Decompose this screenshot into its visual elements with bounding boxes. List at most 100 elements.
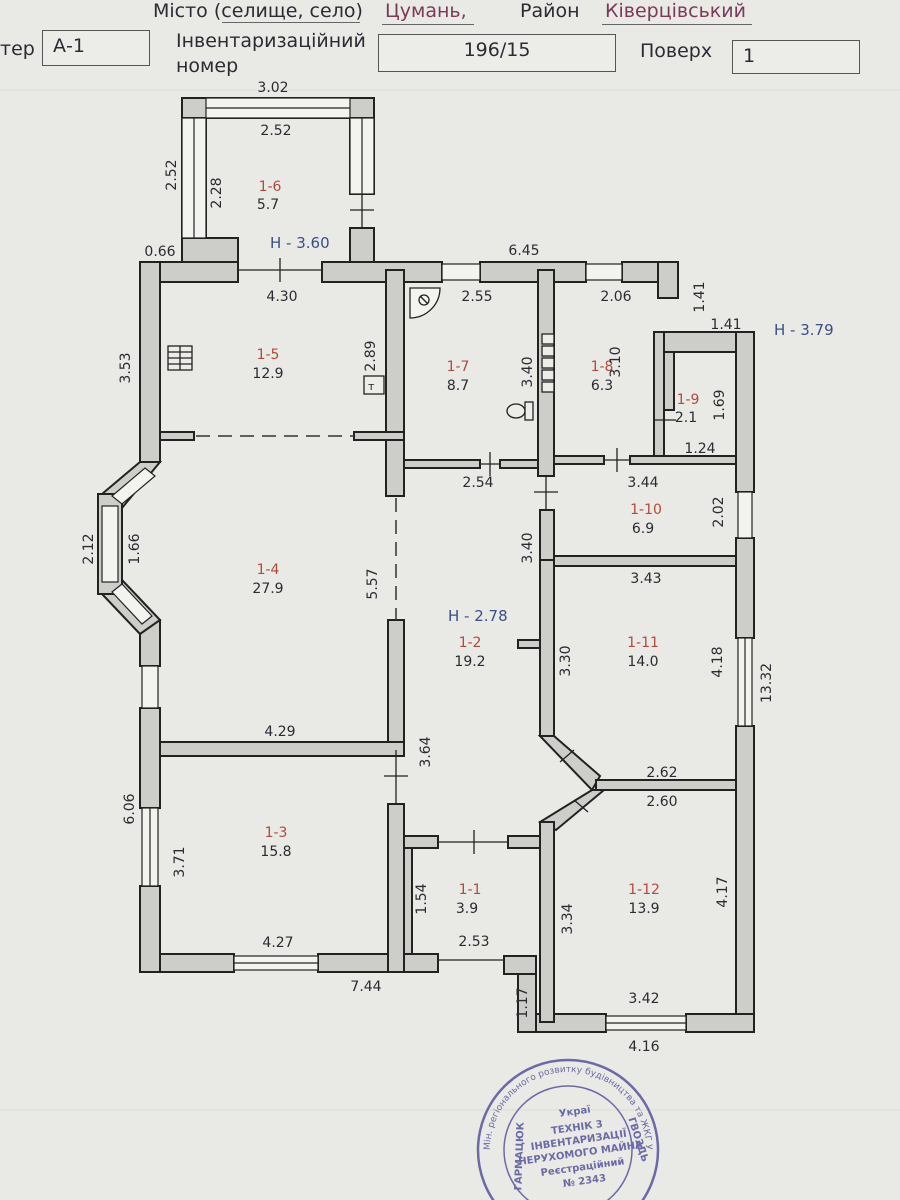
- window-bay-top: [111, 467, 156, 505]
- svg-text:т: т: [368, 380, 375, 393]
- room-number: 1-11: [627, 635, 659, 651]
- stairs-icon: [167, 345, 193, 371]
- wall-r1-right-top: [507, 835, 541, 849]
- wall-r7-bottom-a: [403, 459, 481, 469]
- room-area: 14.0: [627, 654, 658, 670]
- wall-hall-right-top: [539, 509, 555, 561]
- room-number: 1-5: [257, 347, 280, 363]
- district-label: Район: [520, 0, 580, 22]
- window-bay-bottom: [111, 583, 153, 625]
- dim-label: 3.44: [627, 475, 658, 491]
- dim-label: 2.60: [646, 794, 677, 810]
- dim-label: 3.53: [118, 352, 134, 383]
- height-mark-main: Н - 2.78: [448, 607, 508, 625]
- toilet-icon: [506, 401, 534, 421]
- dim-label: 1.54: [414, 883, 430, 914]
- wall-r11-chamfer: [537, 735, 602, 792]
- city-value-underline: [382, 24, 474, 25]
- left-wall-upper: [139, 261, 161, 463]
- door-ticks: [238, 194, 676, 961]
- dim-label: 2.53: [458, 934, 489, 950]
- district-value: Ківерцівський: [605, 0, 746, 22]
- dim-label: 1.24: [684, 441, 715, 457]
- left-wall-lower: [139, 707, 161, 809]
- room-number: 1-10: [630, 502, 662, 518]
- wall-r4-r3: [159, 741, 405, 757]
- dim-label: 2.52: [260, 123, 291, 139]
- district-value-underline: [602, 24, 752, 25]
- room-number: 1-1: [459, 882, 482, 898]
- window-r7: [441, 263, 481, 281]
- radiator-icon: [541, 333, 555, 393]
- wall-r11-left: [539, 559, 555, 737]
- dim-label: 3.43: [630, 571, 661, 587]
- wall-r11-door-stub: [517, 639, 541, 649]
- dim-label: 6.06: [122, 793, 138, 824]
- room-number: 1-3: [265, 825, 288, 841]
- inventory-label-line1: Інвентаризаційний: [176, 30, 366, 52]
- wall-r8-bottom-b: [629, 455, 737, 465]
- stamp-text-top: Украї: [558, 1103, 592, 1119]
- letter-label: тер: [0, 38, 35, 60]
- room-area: 8.7: [447, 378, 469, 394]
- dim-label: 13.32: [759, 663, 775, 703]
- dim-label: 4.18: [710, 646, 726, 677]
- dim-label: 1.17: [515, 987, 531, 1018]
- dimension-labels-vertical: 2.52 2.28 3.53 2.89 3.40 1.41 3.10 1.69 …: [81, 159, 775, 1018]
- inventory-label-line2: номер: [176, 55, 239, 77]
- room-area: 27.9: [252, 581, 283, 597]
- dim-label: 2.28: [209, 177, 225, 208]
- dim-label: 6.45: [508, 243, 539, 259]
- room-area: 13.9: [628, 901, 659, 917]
- dim-label: 3.42: [628, 991, 659, 1007]
- room-number: 1-6: [259, 179, 282, 195]
- dim-label: 3.34: [560, 903, 576, 934]
- dim-label: 3.30: [558, 645, 574, 676]
- dim-label: 2.54: [462, 475, 493, 491]
- dim-label: 4.17: [715, 876, 731, 907]
- wall-r12-chamfer: [537, 789, 607, 832]
- openings: [196, 435, 397, 620]
- dim-label: 3.10: [608, 346, 624, 377]
- room-labels: 1-6 5.7 1-5 12.9 1-7 8.7 1-8 6.3 1-9 2.1…: [252, 179, 699, 917]
- room-area: 2.1: [675, 410, 697, 426]
- dim-label: 2.52: [164, 159, 180, 190]
- stamp-text-left: ГАРМАЦЮК: [513, 1121, 526, 1190]
- dim-label: 3.40: [520, 356, 536, 387]
- room-number: 1-7: [447, 359, 470, 375]
- dim-label: 2.55: [461, 289, 492, 305]
- wall-r8-bottom-a: [553, 455, 605, 465]
- room-area: 6.3: [591, 378, 613, 394]
- wall-r1-left: [403, 847, 413, 955]
- dim-label: 2.06: [600, 289, 631, 305]
- wall-r10-bottom: [553, 555, 737, 567]
- window-r4-left: [141, 665, 159, 709]
- right-wall-mid: [735, 537, 755, 639]
- bottom-wall-right-b: [685, 1013, 755, 1033]
- fixtures: т: [167, 287, 555, 421]
- dim-label: 5.57: [365, 568, 381, 599]
- dim-label: 1.41: [710, 317, 741, 333]
- window-bay-left: [101, 505, 119, 583]
- dim-label: 3.64: [418, 736, 434, 767]
- dim-label: 4.16: [628, 1039, 659, 1055]
- dim-label: 2.12: [81, 533, 97, 564]
- wall-r12-left: [539, 821, 555, 1023]
- wall-r5-r4-right: [353, 431, 405, 441]
- city-label: Місто (селище, село): [153, 0, 363, 22]
- dim-label: 7.44: [350, 979, 381, 995]
- dim-label: 4.27: [262, 935, 293, 951]
- stamp-text-line5: № 2343: [562, 1173, 606, 1190]
- walls: [97, 97, 755, 1033]
- floor-label: Поверх: [640, 40, 713, 62]
- letter-field: А-1: [42, 30, 150, 66]
- top-wall-mid2: [479, 261, 587, 283]
- wall-r3-right: [387, 803, 405, 973]
- right-wall-upper: [735, 331, 755, 493]
- height-mark-terrace: Н - 3.60: [270, 234, 330, 252]
- inventory-number-field: 196/15: [378, 34, 616, 72]
- room-number: 1-8: [591, 359, 614, 375]
- dim-label: 1.66: [127, 533, 143, 564]
- wall-r9-inner: [663, 351, 675, 411]
